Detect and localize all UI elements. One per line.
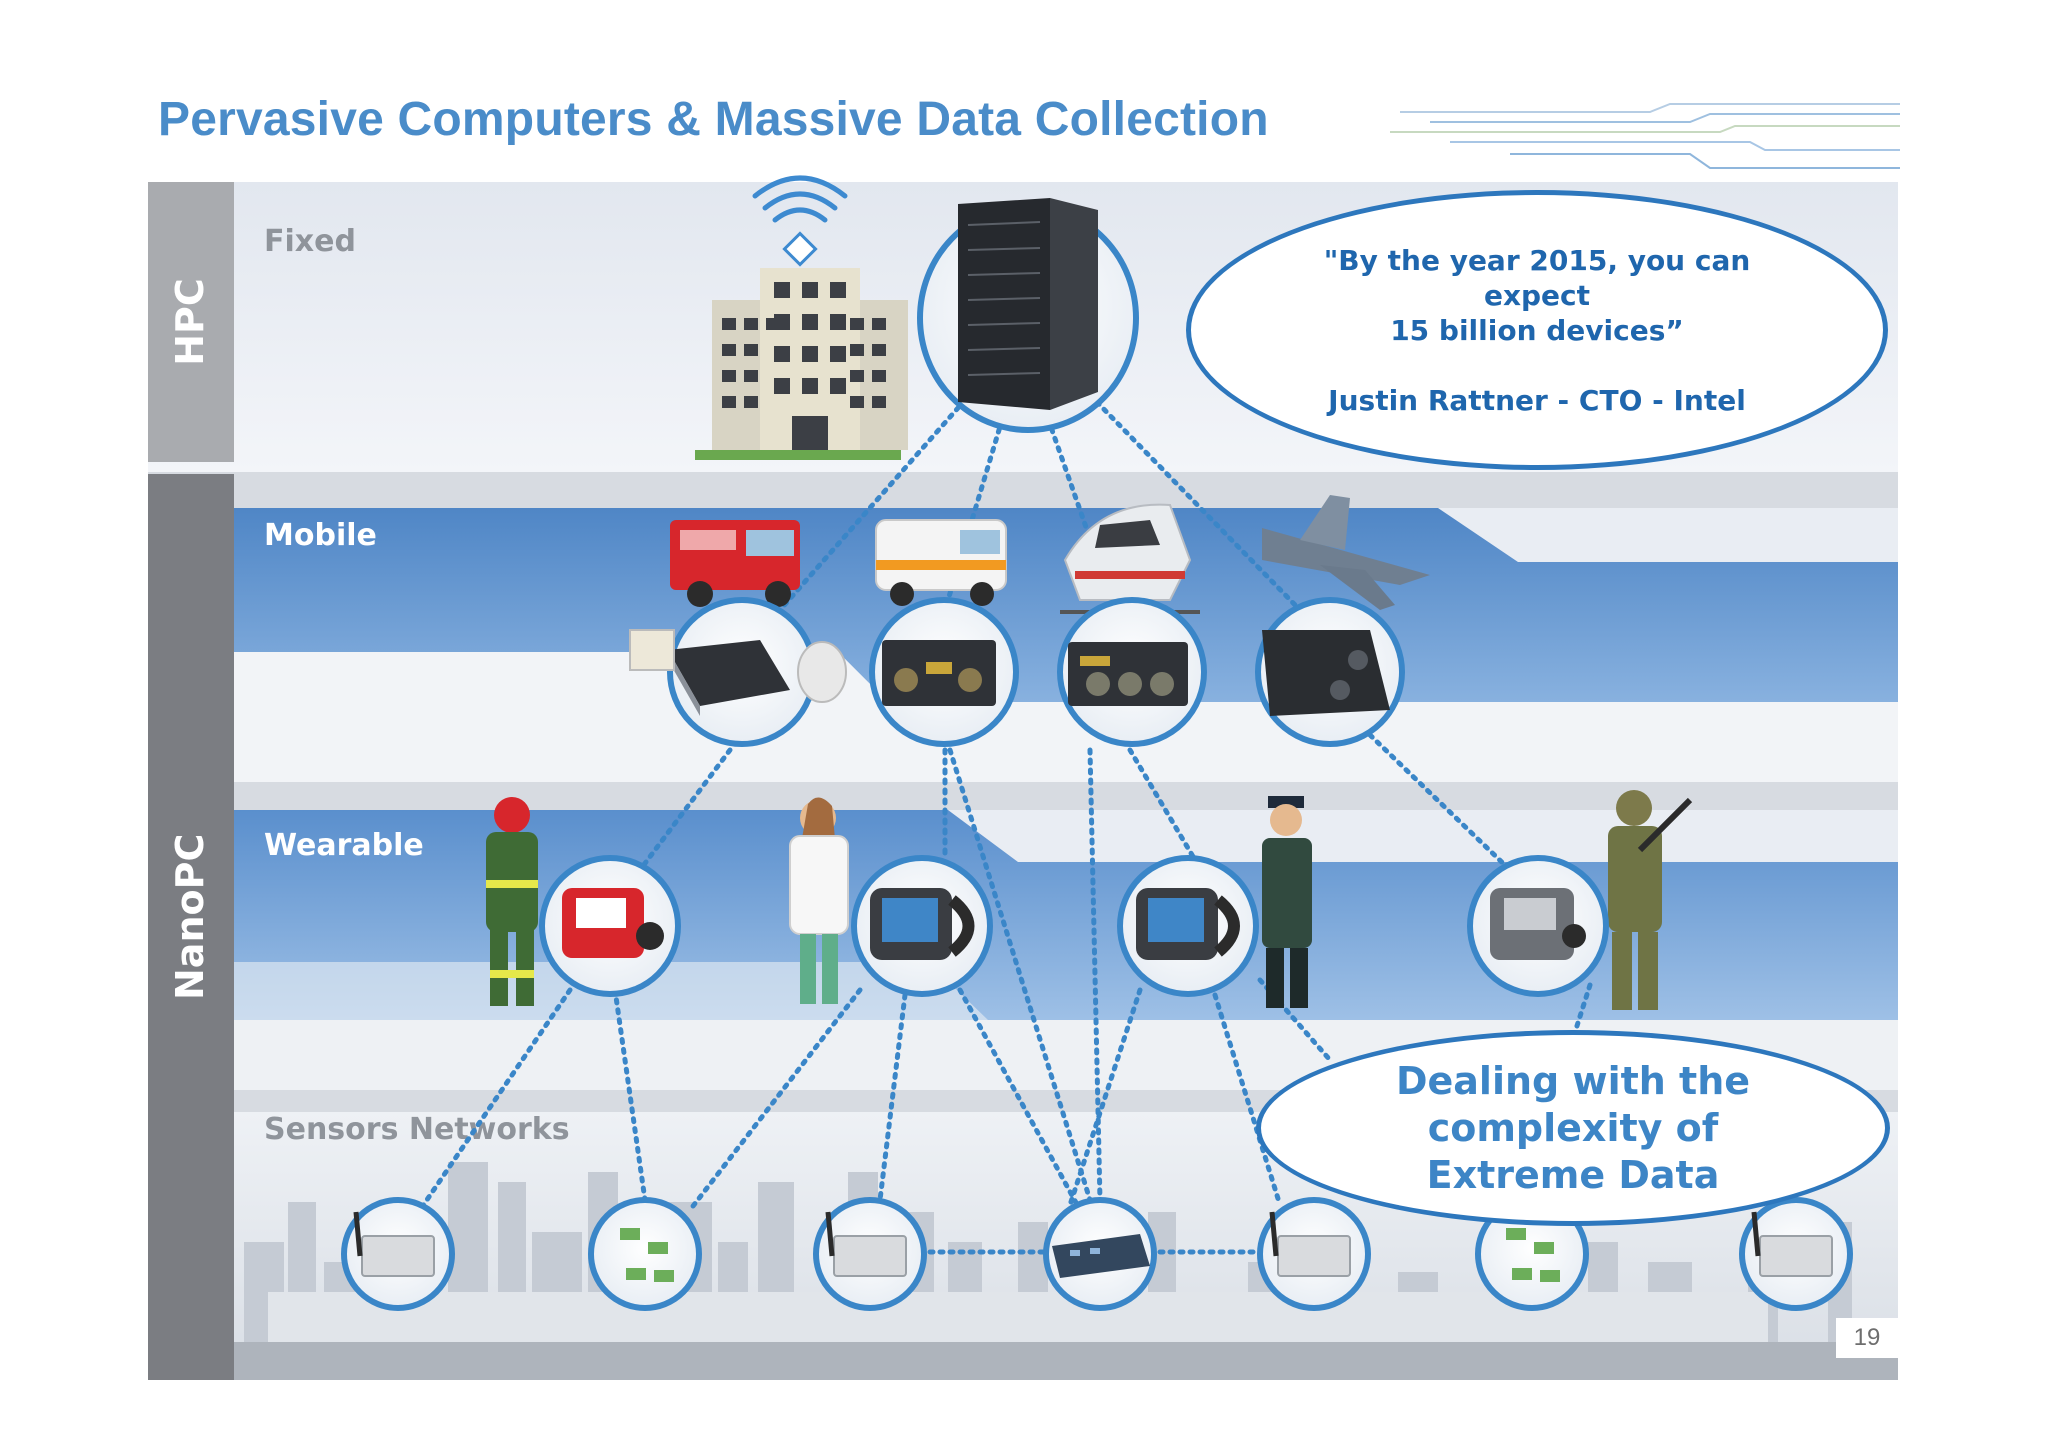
train-icon — [1060, 503, 1200, 614]
sensor-node-icon — [1759, 1235, 1833, 1277]
sensor-node-icon — [1506, 1228, 1560, 1282]
sidebar-hpc — [148, 182, 234, 462]
soldier-icon — [1608, 790, 1693, 1010]
wearable-node-1 — [539, 855, 681, 997]
page-number: 19 — [1836, 1318, 1898, 1358]
tier-label-mobile: Mobile — [264, 518, 377, 553]
sensor-node-icon — [833, 1235, 907, 1277]
quote-line-3: 15 billion devices” — [1390, 313, 1684, 347]
wearable-node-4 — [1467, 855, 1609, 997]
tier-label-sensors: Sensors Networks — [264, 1112, 570, 1147]
office-building-icon — [695, 268, 908, 460]
tier-label-fixed: Fixed — [264, 224, 356, 259]
sensor-node-2 — [588, 1197, 702, 1311]
wearable-node-3 — [1117, 855, 1259, 997]
quote-line-1: "By the year 2015, you can — [1323, 243, 1751, 277]
sensor-node-3 — [813, 1197, 927, 1311]
callout-text: Dealing with the complexity of Extreme D… — [1396, 1058, 1750, 1199]
sensor-node-icon — [620, 1228, 674, 1282]
callout-line-3: Extreme Data — [1426, 1152, 1720, 1197]
gateway-node — [1043, 1197, 1157, 1311]
quote-text: "By the year 2015, you can expect 15 bil… — [1324, 243, 1751, 418]
sensor-node-icon — [1277, 1235, 1351, 1277]
slide-title: Pervasive Computers & Massive Data Colle… — [158, 93, 1269, 146]
quote-attribution: Justin Rattner - CTO - Intel — [1328, 383, 1746, 417]
quote-line-2: expect — [1483, 278, 1591, 312]
wifi-signal-icon — [752, 175, 848, 267]
sensor-node-6 — [1739, 1197, 1853, 1311]
sidebar-nanopc — [148, 474, 234, 1380]
mobile-node-2 — [869, 597, 1019, 747]
ambulance-icon — [875, 519, 1007, 606]
fire-truck-icon — [670, 520, 800, 607]
wearable-node-2 — [851, 855, 993, 997]
firefighter-icon — [486, 797, 538, 1006]
rugged-computer-icon — [1262, 630, 1390, 716]
mobile-node-1 — [629, 597, 847, 747]
doctor-icon — [789, 797, 849, 1004]
extreme-data-callout: Dealing with the complexity of Extreme D… — [1256, 1030, 1890, 1226]
mobile-node-3 — [1057, 597, 1207, 747]
callout-line-2: complexity of — [1427, 1105, 1719, 1150]
sensor-node-5 — [1475, 1197, 1589, 1311]
decorative-lines — [1390, 103, 1900, 169]
quote-callout: "By the year 2015, you can expect 15 bil… — [1186, 190, 1888, 470]
sensor-node-icon — [361, 1235, 435, 1277]
mobile-node-4 — [1255, 597, 1405, 747]
callout-line-1: Dealing with the — [1395, 1058, 1751, 1103]
server-rack-node — [917, 198, 1139, 433]
gateway-router-icon — [1052, 1234, 1150, 1278]
officer-icon — [1262, 796, 1312, 1008]
sensor-node-4 — [1257, 1197, 1371, 1311]
fighter-jet-icon — [1262, 495, 1430, 610]
sensor-node-1 — [341, 1197, 455, 1311]
server-rack-icon — [958, 198, 1050, 410]
tier-label-wearable: Wearable — [264, 828, 424, 863]
rugged-computer-icon — [668, 640, 790, 706]
